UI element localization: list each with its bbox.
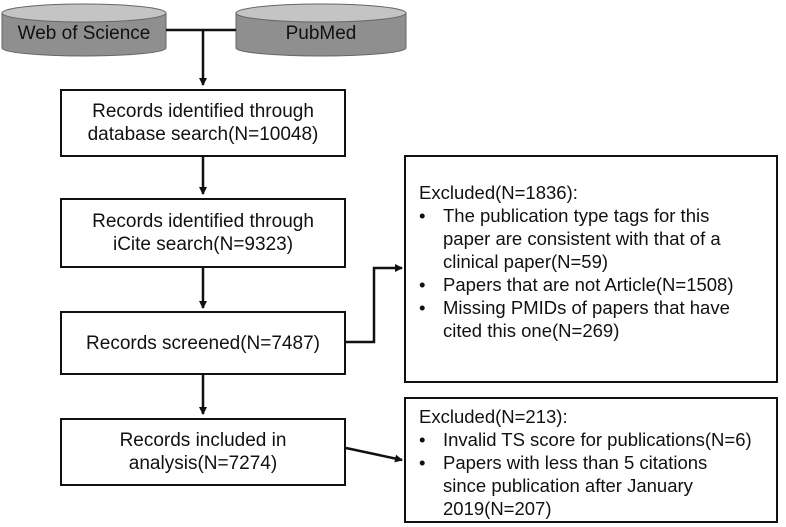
bullet-icon: • xyxy=(419,205,426,226)
bullet-icon: • xyxy=(419,274,426,295)
box-line: Records identified through xyxy=(92,211,314,232)
item-line: Papers that are not Article(N=1508) xyxy=(443,274,734,295)
excluded-title: Excluded(N=213): xyxy=(419,406,568,427)
box-line: database search(N=10048) xyxy=(87,124,319,145)
exclusion-list: • Invalid TS score for publications(N=6)… xyxy=(419,428,766,520)
database-cylinder-pubmed xyxy=(235,3,407,57)
exclusion-list: • The publication type tags for this pap… xyxy=(419,204,766,342)
database-label-web-of-science: Web of Science xyxy=(17,23,151,44)
item-line: since publication after January xyxy=(443,475,693,496)
exclusion-item: • Invalid TS score for publications(N=6) xyxy=(419,428,766,451)
bullet-icon: • xyxy=(419,297,426,318)
item-line: The publication type tags for this xyxy=(443,205,710,226)
item-line: Papers with less than 5 citations xyxy=(443,452,708,473)
item-line: Invalid TS score for publications(N=6) xyxy=(443,429,752,450)
arrow-to-excluded-1 xyxy=(346,264,403,344)
exclusion-item: • Papers with less than 5 citations sinc… xyxy=(419,451,766,520)
excluded-title: Excluded(N=1836): xyxy=(419,182,578,203)
box-database-search: Records identified through database sear… xyxy=(60,89,346,157)
box-line: iCite search(N=9323) xyxy=(112,234,294,255)
exclusion-item: • Missing PMIDs of papers that have cite… xyxy=(419,296,766,342)
item-line: cited this one(N=269) xyxy=(443,320,620,341)
exclusion-item: • The publication type tags for this pap… xyxy=(419,204,766,273)
box-line: Records identified through xyxy=(92,101,314,122)
database-cylinder-wos xyxy=(1,3,167,57)
exclusion-item: • Papers that are not Article(N=1508) xyxy=(419,273,766,296)
item-line: clinical paper(N=59) xyxy=(443,251,609,272)
box-icite-search: Records identified through iCite search(… xyxy=(60,198,346,268)
database-label-pubmed: PubMed xyxy=(285,23,357,44)
item-line: paper are consistent with that of a xyxy=(443,228,721,249)
bullet-icon: • xyxy=(419,429,426,450)
box-line: Records included in xyxy=(119,430,287,451)
item-line: 2019(N=207) xyxy=(443,498,552,519)
item-line: Missing PMIDs of papers that have xyxy=(443,297,730,318)
box-records-included: Records included in analysis(N=7274) xyxy=(60,418,346,486)
box-line: Records screened(N=7487) xyxy=(86,332,320,354)
bullet-icon: • xyxy=(419,452,426,473)
excluded-box-1: Excluded(N=1836): • The publication type… xyxy=(404,155,778,383)
excluded-box-2: Excluded(N=213): • Invalid TS score for … xyxy=(404,397,778,523)
box-line: analysis(N=7274) xyxy=(128,453,278,474)
arrow-to-excluded-2 xyxy=(345,446,403,463)
box-records-screened: Records screened(N=7487) xyxy=(60,311,346,375)
